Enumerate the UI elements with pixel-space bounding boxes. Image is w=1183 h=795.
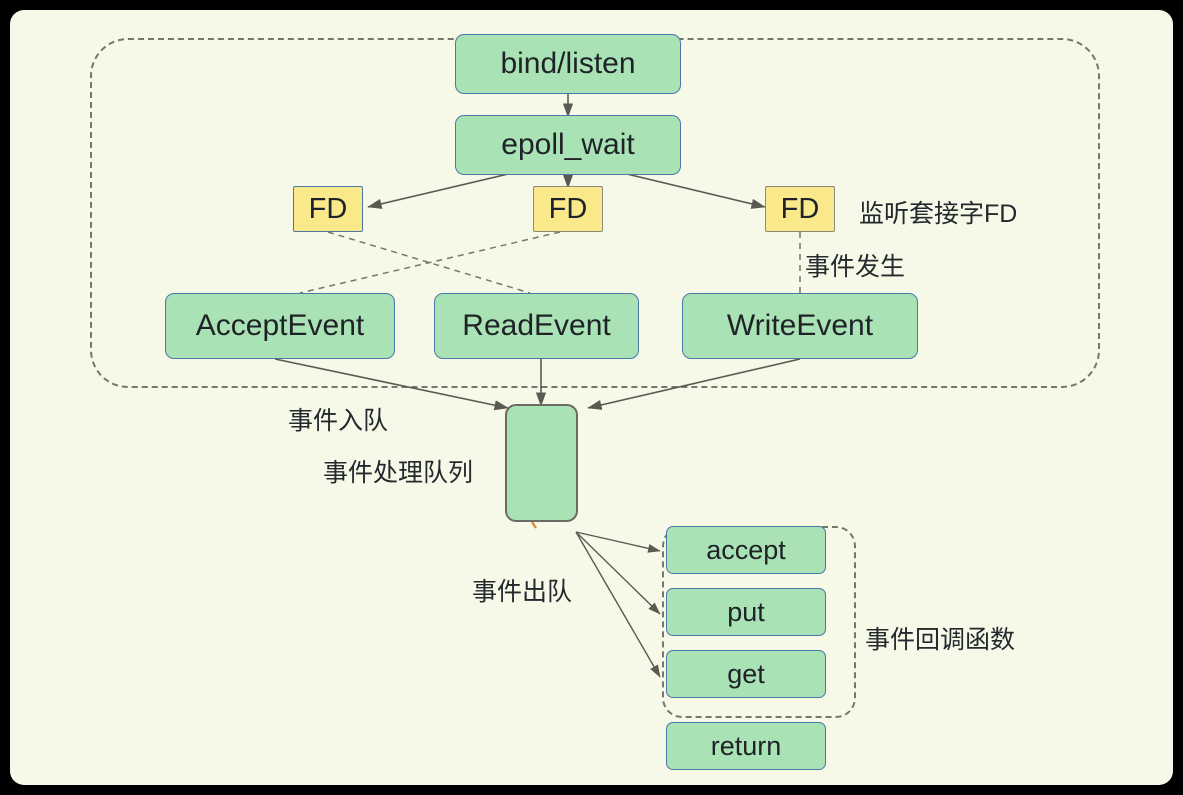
label-event-occurs: 事件发生 (805, 253, 906, 281)
edge-writeevent-queue (587, 358, 801, 410)
label-event-dequeue: 事件出队 (472, 578, 573, 606)
edge-queue-get (575, 531, 661, 678)
node-epoll-wait[interactable]: epoll_wait (455, 115, 681, 175)
edge-fd1-readevent (327, 231, 531, 294)
label-event-callback: 事件回调函数 (865, 626, 1016, 654)
label-event-enqueue: 事件入队 (288, 407, 389, 435)
node-read-event[interactable]: ReadEvent (434, 293, 639, 359)
label-listening-socket-fd: 监听套接字FD (859, 200, 1018, 228)
node-fd-2[interactable]: FD (533, 186, 603, 232)
node-accept-event[interactable]: AcceptEvent (165, 293, 395, 359)
node-fd-1[interactable]: FD (293, 186, 363, 232)
edge-fd2-acceptevent (299, 231, 561, 294)
node-return[interactable]: return (666, 722, 826, 770)
node-bind-listen[interactable]: bind/listen (455, 34, 681, 94)
diagram-canvas: bind/listen epoll_wait FD FD FD 监听套接字FD … (10, 10, 1173, 785)
node-put[interactable]: put (666, 588, 826, 636)
node-event-queue[interactable] (505, 404, 578, 522)
label-event-queue: 事件处理队列 (323, 459, 474, 487)
node-accept[interactable]: accept (666, 526, 826, 574)
edge-queue-put (575, 531, 661, 615)
node-get[interactable]: get (666, 650, 826, 698)
node-fd-3[interactable]: FD (765, 186, 835, 232)
edge-queue-accept (575, 531, 661, 553)
edge-acceptevent-queue (274, 358, 509, 411)
node-write-event[interactable]: WriteEvent (682, 293, 918, 359)
